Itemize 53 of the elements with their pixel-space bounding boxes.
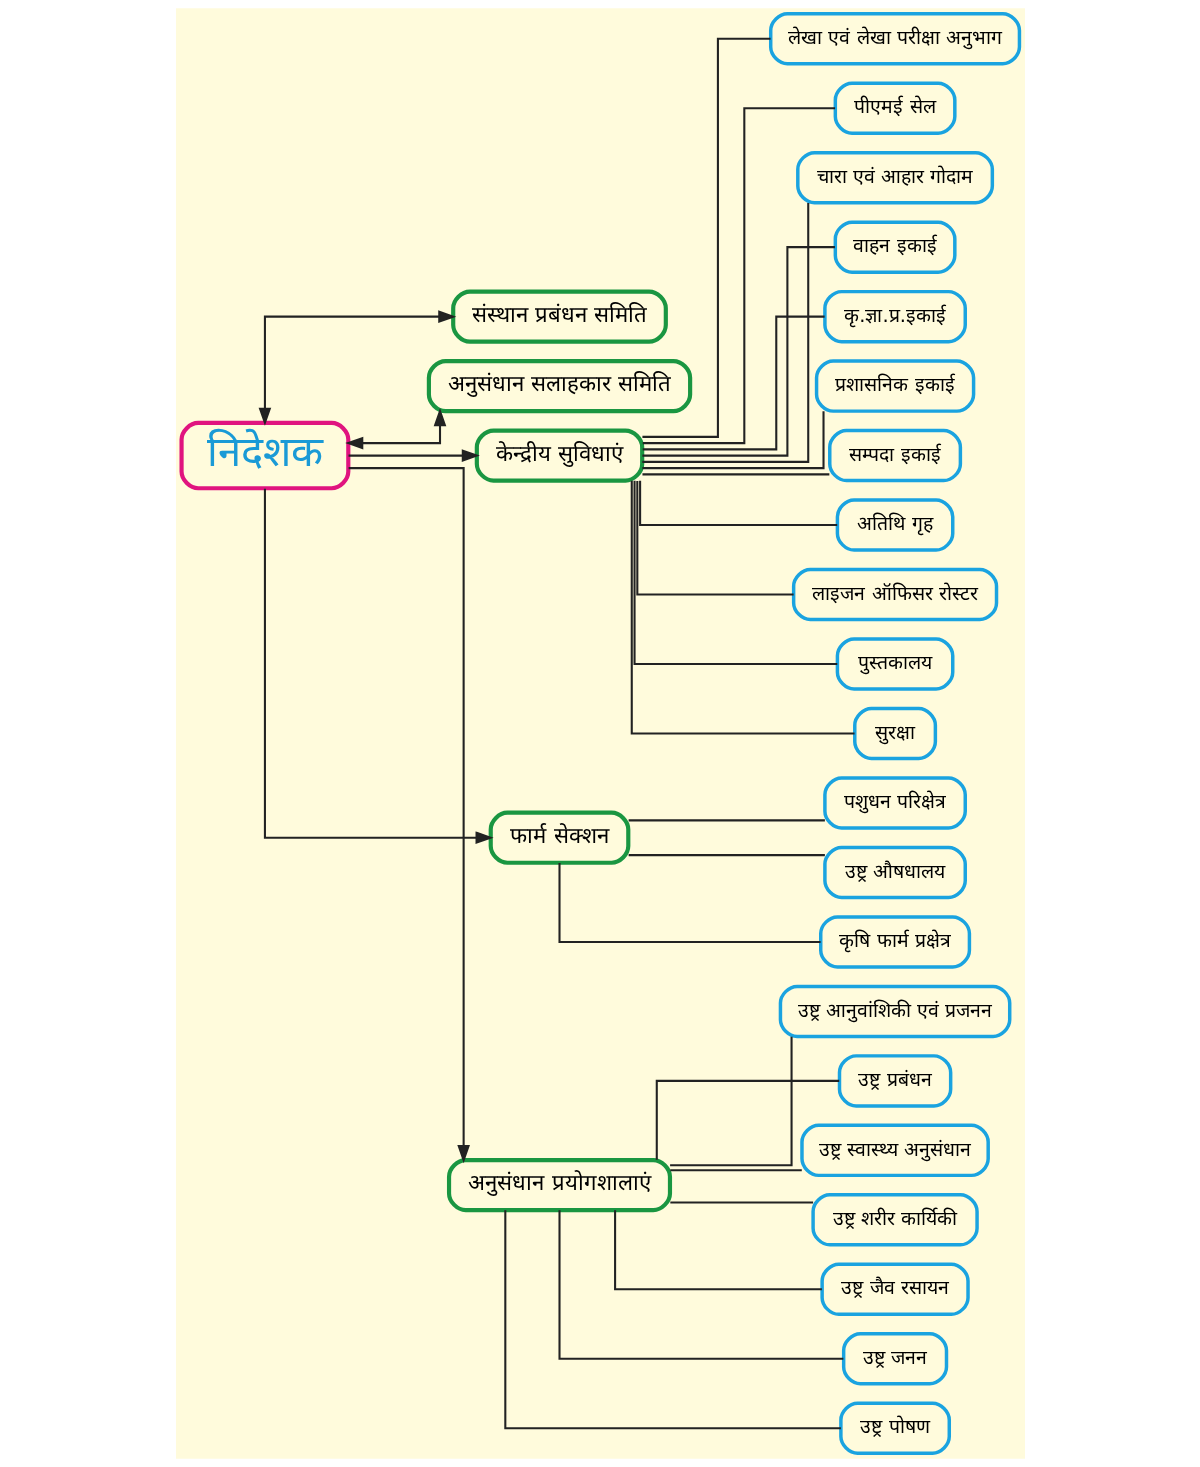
node-box: अनुसंधान प्रयोगशालाएं (446, 1158, 672, 1213)
node-box: उष्ट्र जैव रसायन (819, 1262, 970, 1317)
node-box: अतिथि गृह (835, 498, 954, 552)
connector (628, 819, 825, 822)
node-box: उष्ट्र स्वास्थ्य अनुसंधान (799, 1123, 990, 1178)
node-box: निदेशक (178, 420, 350, 491)
node-box: पशुधन परिक्षेत्र (822, 776, 967, 830)
node-box: कृ.ज्ञा.प्र.इकाई (822, 289, 967, 344)
connector (557, 1210, 843, 1360)
node-box: प्रशासनिक इकाई (814, 359, 975, 413)
connector (557, 862, 821, 943)
arrow (348, 449, 480, 462)
connector (613, 1210, 822, 1291)
connector (655, 1079, 839, 1160)
connector (642, 107, 835, 445)
connector (641, 411, 825, 470)
node-box: उष्ट्र आनुवांशिकी एवं प्रजनन (778, 984, 1011, 1039)
connector (641, 473, 829, 476)
node-box: उष्ट्र औषधालय (822, 845, 967, 900)
connector (503, 1210, 841, 1430)
connector (628, 854, 825, 857)
connector (641, 246, 835, 457)
node-box: पीएमई सेल (833, 81, 957, 135)
connector (669, 1201, 813, 1204)
arrow (344, 408, 446, 450)
connector (669, 1036, 793, 1167)
connector (630, 480, 854, 735)
connector (638, 480, 837, 527)
node-box: केन्द्रीय सुविधाएं (474, 428, 644, 483)
connector (641, 37, 771, 438)
node-box: अनुसंधान सलाहकार समिति (426, 359, 692, 414)
node-box: पुस्तकालय (835, 637, 954, 691)
node-box: लाइजन ऑफिसर रोस्टर (791, 567, 998, 622)
connector (669, 1169, 802, 1172)
node-box: उष्ट्र जनन (841, 1332, 948, 1386)
arrow (258, 310, 456, 426)
node-box: कृषि फार्म प्रक्षेत्र (818, 915, 971, 969)
arrow (348, 467, 470, 1164)
connector (641, 202, 809, 463)
node-box: उष्ट्र पोषण (838, 1401, 951, 1455)
connector (642, 315, 825, 451)
node-box: सुरक्षा (852, 706, 937, 761)
connector (635, 481, 794, 596)
arrow (263, 488, 494, 845)
node-box: लेखा एवं लेखा परीक्षा अनुभाग (768, 12, 1021, 66)
node-box: सम्पदा इकाई (827, 428, 962, 483)
node-box: वाहन इकाई (833, 220, 957, 274)
node-box: चारा एवं आहार गोदाम (795, 150, 994, 205)
node-box: उष्ट्र प्रबंधन (837, 1054, 952, 1108)
node-box: उष्ट्र शरीर कार्यिकी (810, 1193, 979, 1247)
node-box: फार्म सेक्शन (488, 810, 630, 865)
connector (633, 480, 837, 666)
node-box: संस्थान प्रबंधन समिति (450, 289, 668, 344)
